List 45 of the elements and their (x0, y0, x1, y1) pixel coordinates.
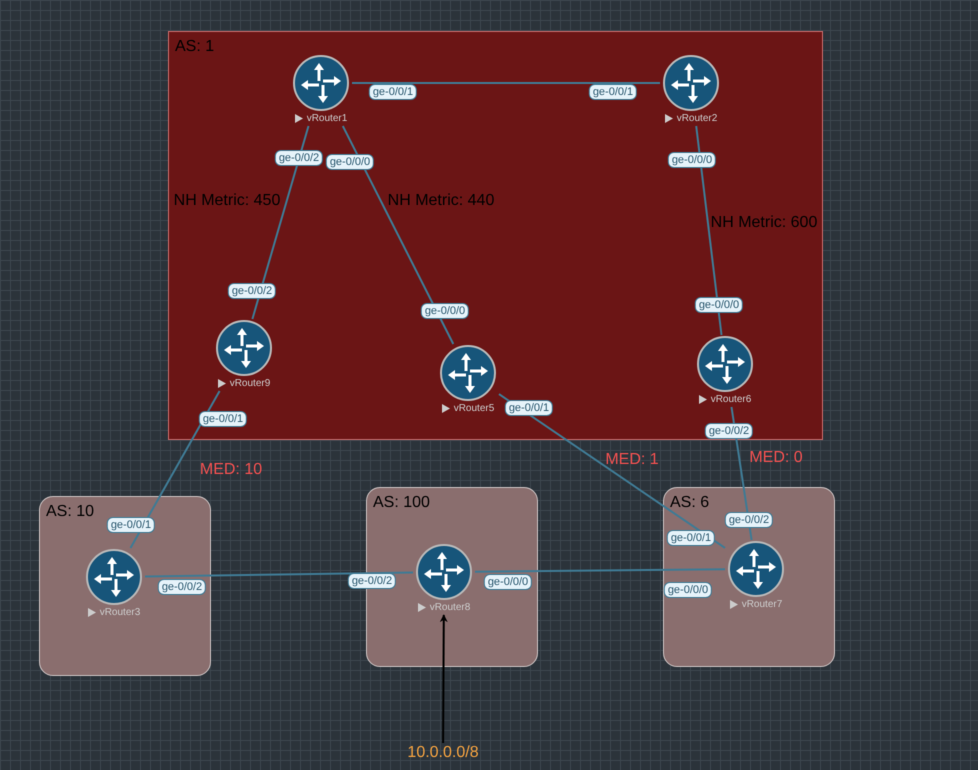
group-label: AS: 1 (175, 38, 214, 56)
prefix-label: 10.0.0.0/8 (407, 744, 479, 762)
link-line (342, 126, 454, 344)
interface-label: ge-0/0/1 (198, 411, 248, 427)
interface-label: ge-0/0/1 (504, 400, 554, 416)
interface-label: ge-0/0/2 (158, 579, 206, 595)
interface-label: ge-0/0/1 (588, 84, 638, 100)
router-name: vRouter7 (742, 599, 782, 610)
interface-label: ge-0/0/0 (484, 574, 532, 590)
interface-label: ge-0/0/0 (668, 152, 716, 168)
interface-label: ge-0/0/1 (666, 530, 716, 546)
group-label: AS: 100 (373, 494, 430, 512)
router-name: vRouter6 (710, 394, 752, 405)
interface-label: ge-0/0/0 (664, 582, 712, 598)
metric-label: NH Metric: 600 (710, 214, 818, 232)
med-label: MED: 10 (200, 461, 262, 479)
link-line (144, 572, 414, 578)
interface-label: ge-0/0/2 (228, 283, 276, 299)
link-line (352, 82, 660, 84)
as-group-box (39, 496, 211, 676)
interface-label: ge-0/0/0 (326, 154, 374, 170)
router-name: vRouter8 (430, 602, 470, 613)
med-label: MED: 1 (605, 451, 659, 469)
interface-label: ge-0/0/0 (694, 297, 744, 313)
router-name: vRouter3 (100, 607, 140, 618)
interface-label: ge-0/0/2 (704, 423, 754, 439)
as-group-box (663, 487, 835, 667)
group-label: AS: 6 (670, 494, 710, 512)
interface-label: ge-0/0/2 (274, 150, 324, 166)
metric-label: NH Metric: 440 (388, 192, 494, 210)
med-label: MED: 0 (749, 449, 803, 467)
group-label: AS: 10 (46, 503, 94, 521)
interface-label: ge-0/0/2 (724, 512, 774, 528)
arrow (440, 614, 448, 743)
as-group-box (168, 31, 823, 440)
metric-label: NH Metric: 450 (174, 192, 280, 210)
interface-label: ge-0/0/1 (106, 517, 156, 533)
router-name: vRouter9 (230, 378, 270, 389)
router-name: vRouter1 (306, 113, 348, 124)
interface-label: ge-0/0/2 (348, 573, 396, 589)
router-name: vRouter5 (454, 403, 494, 414)
router-name: vRouter2 (676, 113, 718, 124)
interface-label: ge-0/0/0 (420, 303, 470, 319)
interface-label: ge-0/0/1 (368, 84, 418, 100)
link-line (475, 568, 725, 573)
